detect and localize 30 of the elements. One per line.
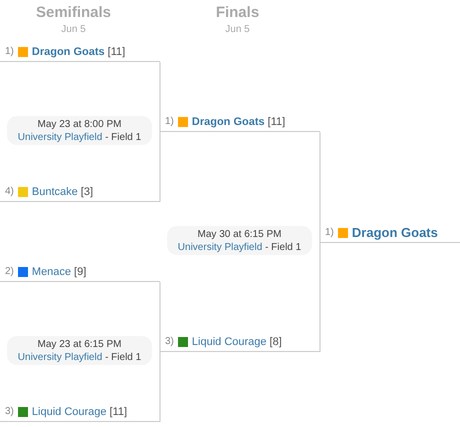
team-name: Liquid Courage bbox=[32, 405, 107, 419]
round-date: Jun 5 bbox=[225, 23, 250, 37]
team-name: Dragon Goats bbox=[32, 45, 105, 59]
match-venue: University Playfield - Field 1 bbox=[18, 350, 142, 364]
team-score: [11] bbox=[268, 115, 286, 129]
team-name: Menace bbox=[32, 265, 72, 279]
team-score: [11] bbox=[110, 405, 128, 419]
match-venue: University Playfield - Field 1 bbox=[178, 240, 302, 254]
seed-number: 4) bbox=[5, 185, 14, 199]
seed-number: 1) bbox=[5, 45, 14, 59]
seed-number: 1) bbox=[325, 226, 334, 240]
round-heading: Finals bbox=[216, 3, 260, 23]
match-venue: University Playfield - Field 1 bbox=[18, 130, 142, 144]
seed-number: 2) bbox=[5, 265, 14, 279]
round-date: Jun 5 bbox=[61, 23, 86, 37]
match-time: May 30 at 6:15 PM bbox=[198, 228, 282, 240]
team-name: Dragon Goats bbox=[192, 115, 265, 129]
team-score: [8] bbox=[270, 335, 282, 349]
match-time: May 23 at 6:15 PM bbox=[38, 338, 122, 350]
team-name: Buntcake bbox=[32, 185, 78, 199]
team-score: [11] bbox=[108, 45, 126, 59]
seed-number: 3) bbox=[165, 335, 174, 349]
round-heading: Semifinals bbox=[36, 3, 112, 23]
seed-number: 1) bbox=[165, 115, 174, 129]
team-name: Liquid Courage bbox=[192, 335, 267, 349]
match-time: May 23 at 8:00 PM bbox=[38, 118, 122, 130]
team-name: Dragon Goats bbox=[352, 226, 438, 240]
team-score: [9] bbox=[74, 265, 86, 279]
team-score: [3] bbox=[80, 185, 94, 199]
seed-number: 3) bbox=[5, 405, 14, 419]
